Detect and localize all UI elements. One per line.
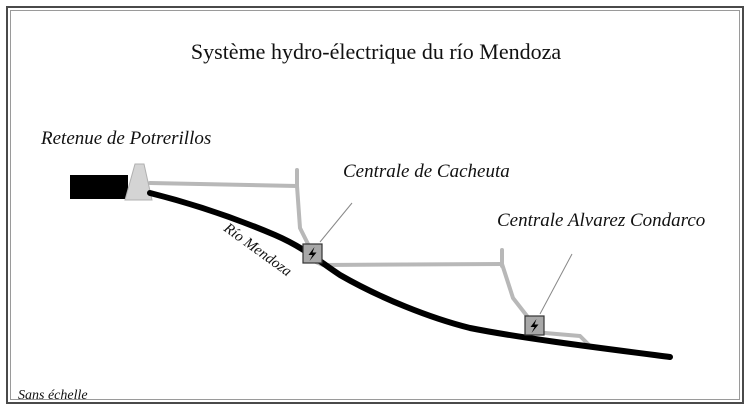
- canal-outflow: [543, 331, 592, 348]
- diagram-inner-border: [10, 10, 740, 400]
- lightning-bolt-icon: [308, 247, 317, 261]
- leader-line-alvarez: [539, 253, 573, 315]
- label-scale-note: Sans échelle: [18, 388, 88, 403]
- plant-alvarez-condarco: [524, 315, 545, 336]
- lightning-bolt-icon: [530, 319, 539, 333]
- plant-cacheuta: [302, 243, 323, 264]
- penstock-alvarez: [500, 262, 529, 318]
- label-plant-cacheuta: Centrale de Cacheuta: [343, 161, 510, 182]
- canal-upper: [148, 181, 299, 188]
- dam-structure: [124, 163, 153, 201]
- canal-system: [148, 168, 592, 348]
- penstock-cacheuta: [295, 184, 310, 246]
- diagram-title: Système hydro-électrique du río Mendoza: [191, 39, 561, 64]
- leader-line-cacheuta: [319, 202, 353, 243]
- canal-middle: [314, 260, 504, 267]
- label-plant-alvarez-condarco: Centrale Alvarez Condarco: [497, 210, 705, 231]
- label-reservoir: Retenue de Potrerillos: [40, 128, 211, 149]
- reservoir-water: [70, 175, 128, 199]
- river-line: [147, 190, 673, 360]
- diagram-frame: [6, 6, 744, 404]
